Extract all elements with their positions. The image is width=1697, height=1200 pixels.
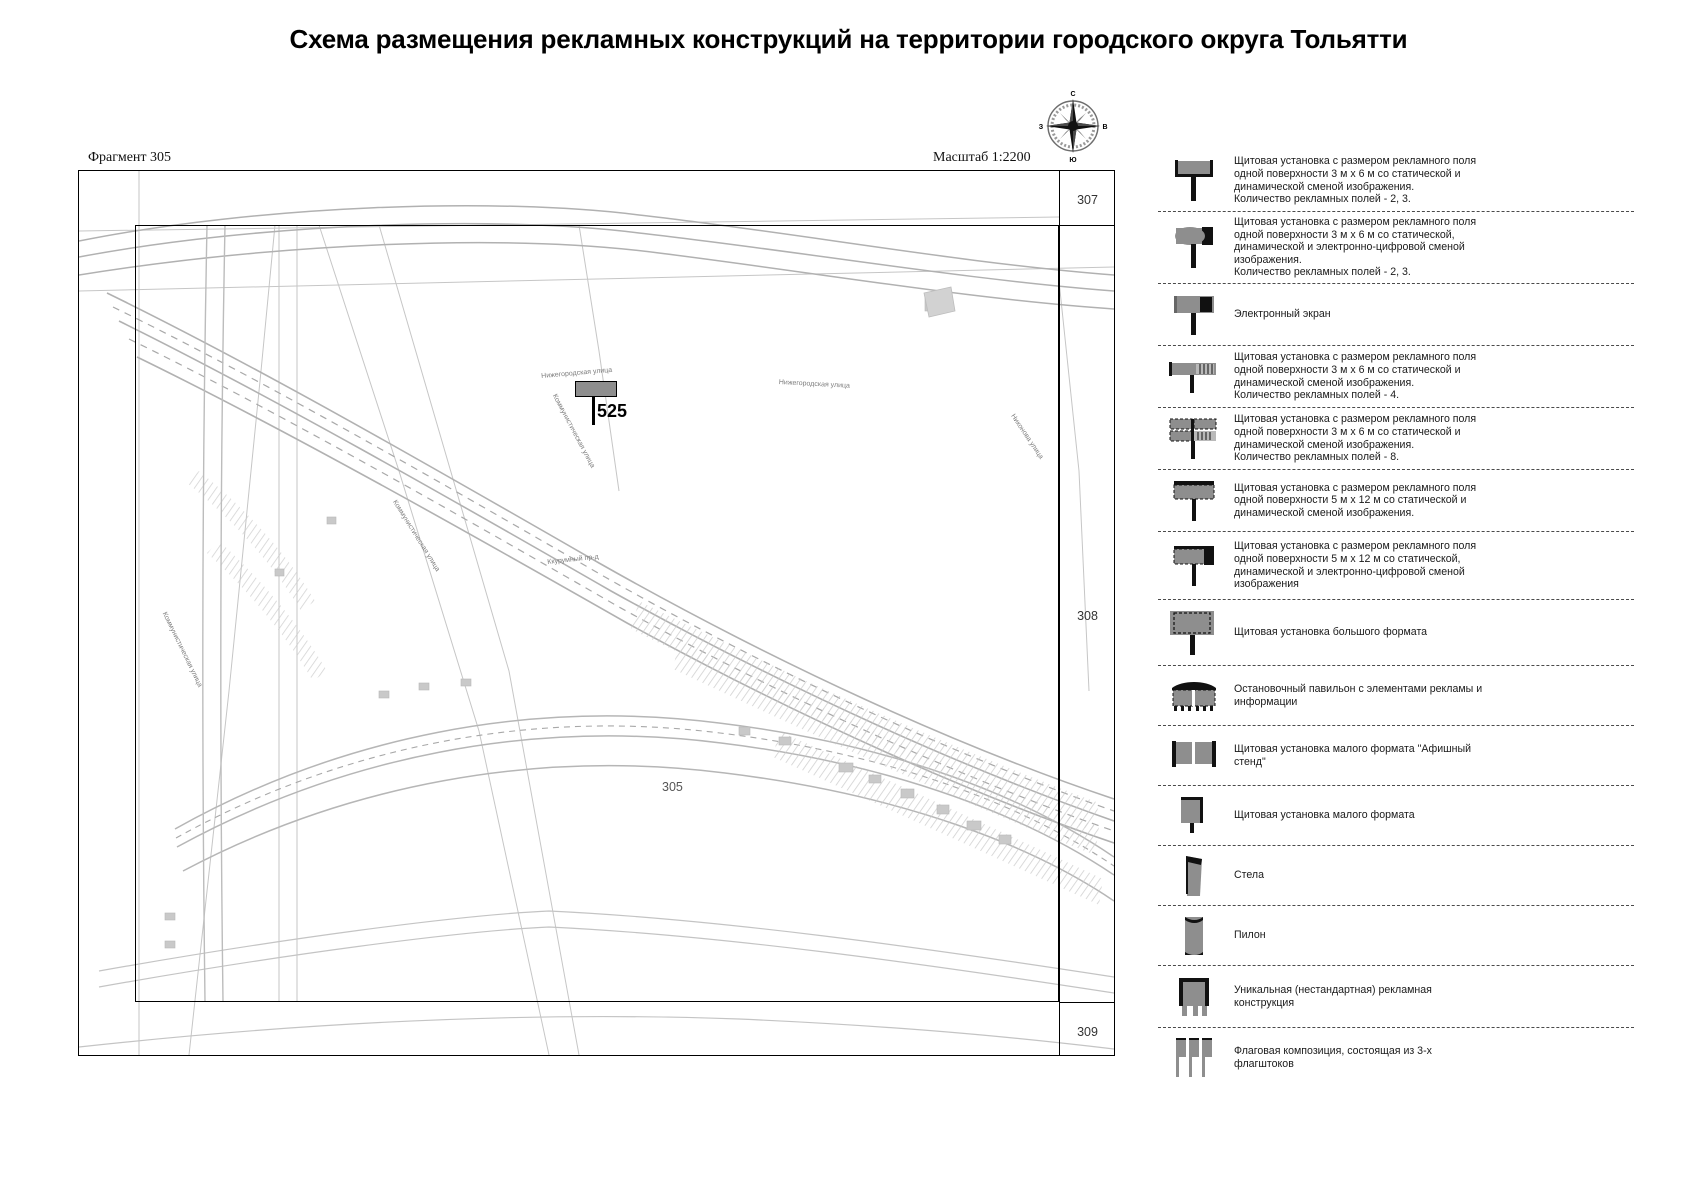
legend-item: Щитовая установка малого формата "Афишны…	[1158, 726, 1634, 786]
compass-west-label: З	[1039, 124, 1044, 131]
fragment-label: Фрагмент 305	[88, 150, 172, 165]
legend-item-text: Пилон	[1234, 929, 1266, 942]
legend-item-text: Уникальная (нестандартная) рекламная кон…	[1234, 983, 1432, 1009]
legend-item: Щитовая установка с размером рекламного …	[1158, 532, 1634, 600]
legend-item: Электронный экран	[1158, 284, 1634, 346]
neighbour-fragment-307: 307	[1077, 193, 1098, 207]
legend-icon-cell	[1158, 791, 1230, 840]
neighbour-fragment-309: 309	[1077, 1025, 1098, 1039]
legend-item: Щитовая установка с размером рекламного …	[1158, 212, 1634, 284]
legend-item-text: Стела	[1234, 869, 1264, 882]
billboard-3x6-eight-fields-icon	[1169, 418, 1217, 459]
legend-item-text: Щитовая установка большого формата	[1234, 626, 1428, 639]
legend-item: Щитовая установка малого формата	[1158, 786, 1634, 846]
legend-item-text: Щитовая установка с размером рекламного …	[1234, 413, 1477, 464]
scale-label: Масштаб 1:2200	[933, 150, 1031, 165]
bus-stop-pavilion-icon	[1172, 681, 1216, 711]
billboard-large-format-icon	[1170, 610, 1214, 655]
legend-item: Флаговая композиция, состоящая из 3-х фл…	[1158, 1028, 1634, 1088]
stela-icon	[1186, 855, 1202, 896]
billboard-3x6-static-dynamic-icon	[1175, 159, 1213, 201]
compass-north-label: С	[1070, 91, 1075, 98]
map-vector-layer	[79, 171, 1114, 1055]
billboard-5x12-static-dynamic-icon	[1173, 480, 1215, 521]
legend-item: Стела	[1158, 846, 1634, 906]
billboard-marker-label: 525	[597, 401, 628, 421]
billboard-3x6-digital-icon	[1175, 226, 1213, 268]
legend-item: Щитовая установка с размером рекламного …	[1158, 470, 1634, 532]
legend-item-text: Щитовая установка с размером рекламного …	[1234, 540, 1477, 591]
map-canvas: Нижегородская улица Нижегородская улица …	[79, 171, 1114, 1055]
legend-item: Щитовая установка с размером рекламного …	[1158, 346, 1634, 408]
legend-icon-cell	[1158, 413, 1230, 464]
pylon-icon	[1185, 916, 1203, 955]
legend-item-text: Щитовая установка малого формата "Афишны…	[1234, 742, 1472, 768]
billboard-5x12-digital-icon	[1173, 545, 1214, 586]
legend-item-text: Остановочный павильон с элементами рекла…	[1234, 682, 1483, 708]
legend-item-text: Щитовая установка малого формата	[1234, 809, 1415, 822]
legend-item-text: Щитовая установка с размером рекламного …	[1234, 216, 1477, 279]
legend-icon-cell	[1158, 155, 1230, 206]
legend-item-text: Щитовая установка с размером рекламного …	[1234, 351, 1477, 402]
billboard-post-icon	[592, 397, 596, 425]
legend-item-text: Щитовая установка с размером рекламного …	[1234, 481, 1477, 519]
legend-icon-cell	[1158, 1033, 1230, 1083]
compass-south-label: Ю	[1069, 157, 1076, 162]
map-frame: Нижегородская улица Нижегородская улица …	[78, 170, 1115, 1056]
legend-item-text: Флаговая композиция, состоящая из 3-х фл…	[1234, 1045, 1432, 1070]
legend-item-text: Щитовая установка с размером рекламного …	[1234, 155, 1477, 206]
legend-item: Щитовая установка с размером рекламного …	[1158, 408, 1634, 470]
billboard-small-format-icon	[1181, 796, 1203, 833]
electronic-screen-icon	[1174, 295, 1214, 335]
legend-item-text: Электронный экран	[1234, 308, 1331, 321]
billboard-marker-525[interactable]: 525	[575, 381, 635, 427]
compass-east-label: В	[1102, 124, 1107, 131]
legend-icon-cell	[1158, 289, 1230, 340]
legend-icon-cell	[1158, 971, 1230, 1022]
legend-item: Уникальная (нестандартная) рекламная кон…	[1158, 966, 1634, 1028]
legend-item: Щитовая установка с размером рекламного …	[1158, 150, 1634, 212]
legend-icon-cell	[1158, 671, 1230, 720]
legend-icon-cell	[1158, 731, 1230, 780]
legend-icon-cell	[1158, 217, 1230, 278]
page-title: Схема размещения рекламных конструкций н…	[289, 24, 1408, 54]
billboard-plate-icon	[575, 381, 617, 397]
legend-icon-cell	[1158, 911, 1230, 960]
billboard-3x6-four-fields-icon	[1169, 361, 1216, 393]
gutter-divider	[1060, 1002, 1114, 1003]
legend-icon-cell	[1158, 475, 1230, 526]
gutter-divider	[1060, 225, 1114, 226]
legend-icon-cell	[1158, 605, 1230, 660]
legend-item: Остановочный павильон с элементами рекла…	[1158, 666, 1634, 726]
flag-composition-icon	[1176, 1038, 1212, 1077]
neighbour-fragment-308: 308	[1077, 609, 1098, 623]
legend-item: Пилон	[1158, 906, 1634, 966]
legend-icon-cell	[1158, 851, 1230, 900]
unique-construction-icon	[1179, 977, 1209, 1016]
legend-item: Щитовая установка большого формата	[1158, 600, 1634, 666]
legend: Щитовая установка с размером рекламного …	[1158, 150, 1634, 1088]
legend-icon-cell	[1158, 351, 1230, 402]
legend-icon-cell	[1158, 537, 1230, 594]
fragment-number-bubble: 305	[662, 780, 683, 794]
poster-stand-icon	[1172, 740, 1216, 767]
compass-rose-icon: С Ю В З	[1036, 88, 1110, 164]
neighbour-fragment-gutter: 307 308 309	[1059, 171, 1114, 1055]
